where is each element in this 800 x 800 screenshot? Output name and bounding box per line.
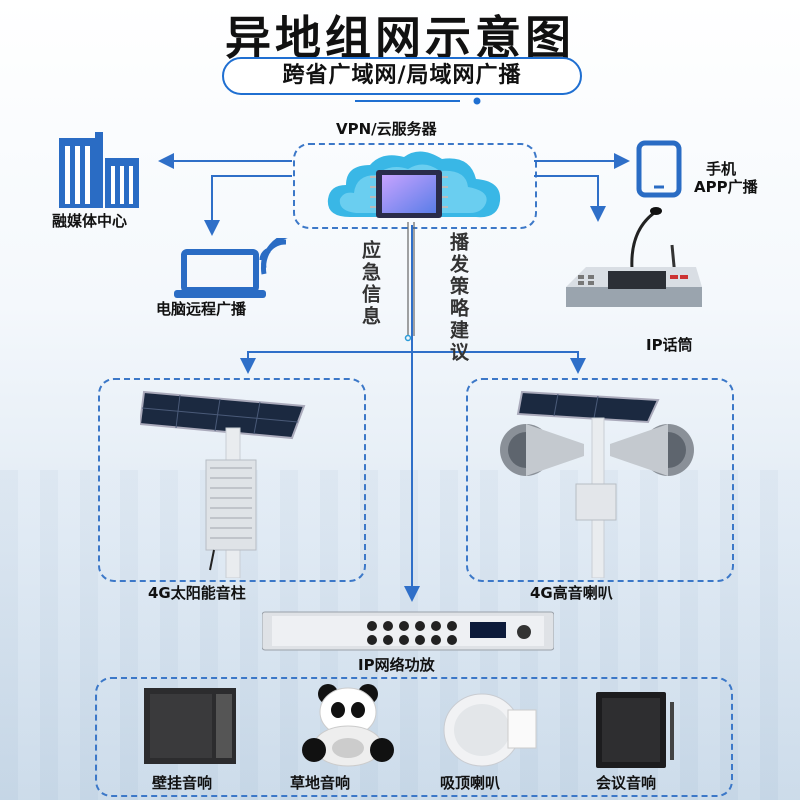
phone-label-line2: APP广播	[694, 178, 758, 196]
solar-column-label: 4G太阳能音柱	[148, 584, 246, 602]
ip-microphone-icon	[566, 207, 702, 307]
horn-label: 4G高音喇叭	[530, 584, 613, 602]
horn-box	[466, 378, 734, 582]
chip-icon	[370, 170, 448, 218]
conference-speaker-icon	[596, 692, 674, 768]
strategy-label: 播发策略建议	[447, 232, 469, 364]
phone-icon	[636, 140, 682, 198]
phone-label-line1: 手机	[706, 160, 737, 178]
subtitle-pill: 跨省广域网/局域网广播	[222, 57, 582, 95]
pc-broadcast-label: 电脑远程广播	[156, 300, 247, 318]
panda-speaker-icon	[302, 684, 394, 767]
ceiling-speaker-icon	[443, 693, 537, 767]
media-center-label: 融媒体中心	[52, 212, 128, 230]
solar-column-icon	[140, 390, 306, 578]
emergency-info-label: 应急信息	[359, 240, 381, 328]
horn-speaker-icon	[500, 390, 694, 578]
ip-mic-label: IP话筒	[646, 336, 693, 354]
speaker-label-lawn: 草地音响	[290, 774, 351, 792]
speaker-label-wall: 壁挂音响	[152, 774, 213, 792]
building-icon	[59, 132, 139, 208]
wall-speaker-icon	[144, 688, 236, 764]
speakers-box	[95, 677, 733, 797]
amplifier-icon	[262, 611, 554, 651]
laptop-icon	[174, 238, 289, 298]
decor-dots	[355, 97, 481, 105]
speaker-label-conference: 会议音响	[596, 774, 657, 792]
page-title: 异地组网示意图	[225, 11, 575, 65]
solar-column-box	[98, 378, 366, 582]
amplifier-label: IP网络功放	[358, 656, 435, 674]
server-box	[293, 143, 537, 229]
server-label: VPN/云服务器	[336, 120, 437, 138]
speaker-label-ceiling: 吸顶喇叭	[440, 774, 501, 792]
